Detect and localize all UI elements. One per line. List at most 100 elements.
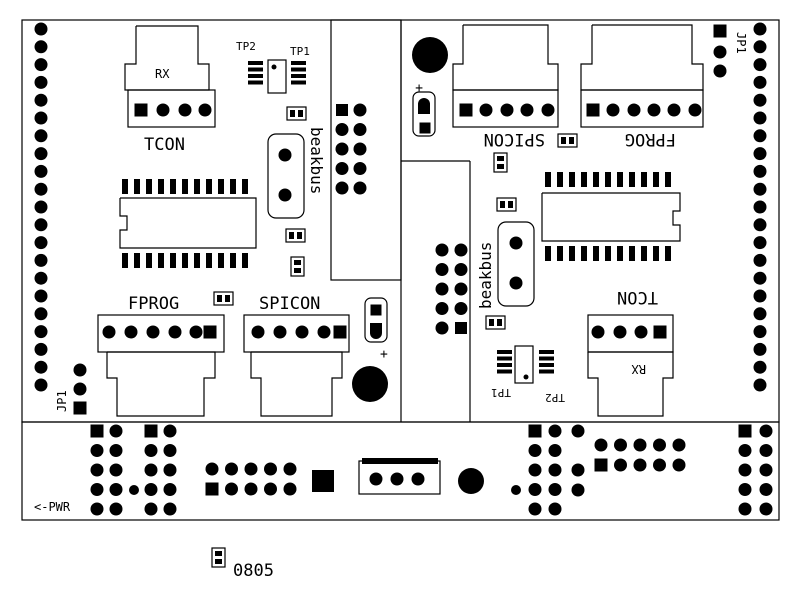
- label-fprog-left: FPROG: [128, 294, 179, 314]
- pad: [163, 424, 177, 438]
- pad: [753, 75, 767, 89]
- pad: [571, 424, 585, 438]
- tp2-right-pad: [539, 350, 554, 354]
- tcon-right-housing: [587, 351, 674, 417]
- ic-left-pin: [194, 253, 200, 268]
- tp2-pad: [248, 80, 263, 85]
- smd-pad: [215, 551, 222, 556]
- pad: [435, 321, 449, 335]
- pad: [753, 307, 767, 321]
- label-tp2-right: TP2: [545, 391, 565, 404]
- pad: [614, 458, 627, 472]
- pad: [548, 483, 562, 496]
- tp1-right-pad: [497, 369, 512, 374]
- pad: [369, 472, 383, 486]
- lower-board-outline: [21, 421, 780, 521]
- square-pad: [528, 424, 542, 438]
- tp1-pad: [291, 61, 306, 65]
- smd-pad: [225, 295, 230, 302]
- label-beakbus-right: beakbus: [476, 242, 495, 309]
- pad: [520, 103, 534, 117]
- ic-right-pin: [665, 172, 671, 187]
- pad: [548, 424, 562, 438]
- pad: [109, 444, 123, 457]
- cap-right-2: [496, 197, 517, 212]
- label-jp1-right: JP1: [734, 32, 748, 54]
- pad: [454, 302, 468, 315]
- smd-pad: [569, 137, 574, 144]
- pad: [109, 463, 123, 477]
- pad: [156, 103, 170, 117]
- pad: [435, 263, 449, 276]
- pad: [102, 325, 116, 339]
- pad: [688, 103, 702, 117]
- label-tp1-left: TP1: [290, 45, 310, 58]
- pad: [124, 325, 138, 339]
- label-rx-right: RX: [631, 362, 646, 376]
- cap-fprog-left: [213, 291, 234, 306]
- pad: [548, 502, 562, 516]
- pad: [109, 483, 123, 496]
- pad: [458, 468, 484, 494]
- pol-cap-right: [412, 91, 436, 137]
- pad: [146, 325, 160, 339]
- pad: [479, 103, 493, 117]
- pad: [278, 148, 292, 162]
- ic-right-pin: [593, 172, 599, 187]
- ic-right-pin: [653, 172, 659, 187]
- pad: [144, 502, 158, 516]
- ic-left-pin: [194, 179, 200, 194]
- label-tp1-right: TP1: [491, 386, 511, 399]
- ic-left-pin: [230, 179, 236, 194]
- tp2-pad: [248, 74, 263, 78]
- spicon-left-housing: [250, 351, 343, 417]
- pad: [528, 444, 542, 457]
- pad: [73, 363, 87, 377]
- pad: [753, 40, 767, 54]
- pad: [205, 462, 219, 476]
- label-fprog-right: FPROG: [625, 129, 676, 149]
- pad: [335, 142, 349, 156]
- square-pad: [144, 424, 158, 438]
- pad: [129, 485, 139, 495]
- pad: [144, 444, 158, 457]
- pad: [34, 40, 48, 54]
- ic-right-pin: [665, 246, 671, 261]
- ic-right-pin: [581, 246, 587, 261]
- pad: [278, 188, 292, 202]
- square-pad: [738, 424, 752, 438]
- cap-left-3: [290, 256, 305, 277]
- label-spicon-left: SPICON: [259, 294, 320, 314]
- ic-left-pin: [170, 179, 176, 194]
- pad: [759, 483, 773, 496]
- ic-left-pin: [146, 253, 152, 268]
- tp1-right-pad: [497, 350, 512, 354]
- pad: [109, 502, 123, 516]
- pad: [753, 253, 767, 267]
- pad: [353, 162, 367, 175]
- label-plus-right: +: [415, 80, 423, 95]
- pad: [34, 253, 48, 267]
- pad: [500, 103, 514, 117]
- pad: [34, 164, 48, 178]
- label-plus-left: +: [380, 347, 388, 362]
- pad: [34, 325, 48, 339]
- square-pad: [73, 401, 87, 415]
- label-tcon-right: TCON: [617, 287, 658, 307]
- pad: [738, 483, 752, 496]
- pad: [34, 22, 48, 36]
- pad: [168, 325, 182, 339]
- pad: [528, 463, 542, 477]
- tp2-right-pad: [539, 356, 554, 361]
- ic-left-pin: [218, 253, 224, 268]
- tp2-pad: [248, 61, 263, 65]
- pad: [653, 438, 666, 452]
- pad: [435, 243, 449, 257]
- ic-left-pin: [182, 253, 188, 268]
- pol-cap-right-pad: [418, 98, 430, 114]
- ic-right-body: [541, 192, 681, 242]
- pad: [753, 182, 767, 196]
- ic-left-pin: [206, 253, 212, 268]
- smd-pad: [561, 137, 566, 144]
- ic-left-pin: [170, 253, 176, 268]
